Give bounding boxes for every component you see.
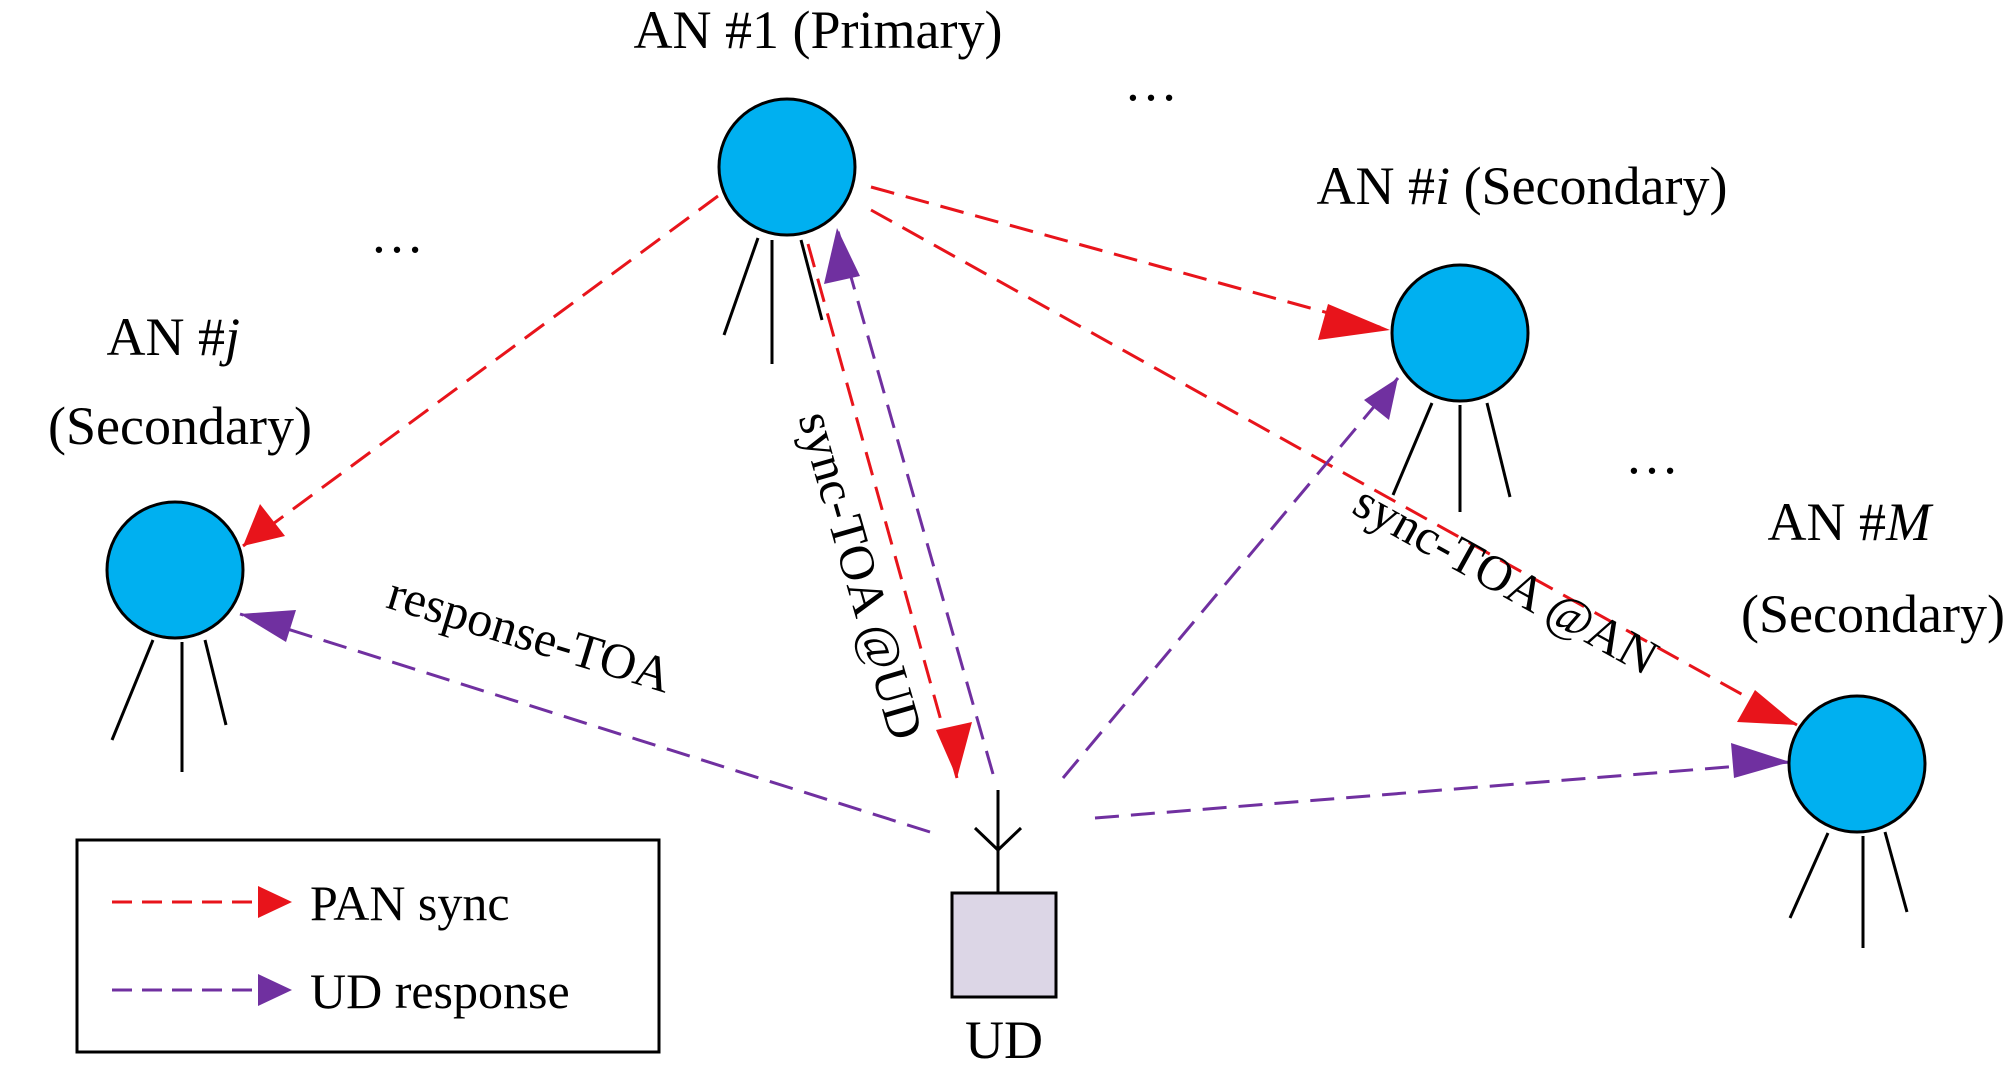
legend-item-ud-response: UD response [112, 963, 570, 1019]
antenna-leg [1485, 402, 1512, 498]
label-sync-toa-an: sync-TOA @AN [1345, 473, 1668, 686]
antenna-leg [722, 237, 760, 336]
response-arrowhead-anj [240, 610, 296, 642]
antenna-leg [1788, 832, 1830, 919]
anchor-node-anj [105, 500, 245, 772]
antenna-leg [1883, 831, 1909, 913]
legend-arrowhead-pan-sync [258, 886, 292, 918]
sync-arrowhead-anj [243, 504, 285, 546]
legend-arrowhead-ud-response [258, 974, 292, 1006]
node-circle [105, 500, 245, 640]
response-link-ud-ani [1061, 377, 1400, 779]
anchor-node-ani [1390, 263, 1530, 512]
anj-label: AN #j (Secondary) [48, 307, 312, 456]
legend: PAN sync UD response [75, 838, 661, 1054]
antenna-leg [110, 639, 155, 741]
sync-arrowhead-anm [1737, 690, 1797, 725]
response-arrowhead-ani [1364, 378, 1398, 420]
sync-arrowhead-ud [936, 722, 972, 778]
response-link-ud-anj [239, 612, 931, 834]
legend-label-ud-response: UD response [310, 963, 570, 1019]
response-link-ud-an1 [835, 227, 995, 775]
anm-label: AN #M (Secondary) [1741, 492, 2005, 644]
legend-box [75, 838, 661, 1054]
antenna-leg [1391, 402, 1434, 496]
sync-link-an1-ud [806, 243, 959, 779]
ud-box [950, 891, 1058, 999]
sync-link-an1-anm [870, 208, 1798, 727]
user-device-ud: UD [950, 790, 1058, 1066]
node-circle [717, 97, 857, 237]
response-arrowhead-anm [1731, 743, 1790, 778]
ellipsis-left: … [370, 204, 424, 264]
sync-link-an1-ani [870, 185, 1391, 332]
label-response-toa: response-TOA [381, 564, 678, 703]
response-link-ud-anm [1094, 760, 1791, 820]
ellipsis-right: … [1625, 425, 1679, 485]
ud-response-links [239, 227, 1791, 834]
label-sync-toa-ud: sync-TOA @UD [788, 405, 935, 746]
an1-label: AN #1 (Primary) [634, 0, 1003, 60]
ani-label: AN #i (Secondary) [1317, 156, 1728, 216]
legend-item-pan-sync: PAN sync [112, 875, 510, 931]
legend-label-pan-sync: PAN sync [310, 875, 510, 931]
pan-sync-links [242, 185, 1798, 779]
node-circle [1390, 263, 1530, 403]
antenna-leg [203, 639, 228, 726]
node-circle [1787, 694, 1927, 834]
response-arrowhead-an1 [824, 228, 860, 284]
anchor-node-an1 [717, 97, 857, 364]
ellipsis-top: … [1124, 52, 1178, 112]
ud-label: UD [965, 1010, 1043, 1066]
antenna-leg [799, 239, 824, 321]
sync-arrowhead-ani [1318, 304, 1390, 340]
anchor-node-anm [1787, 694, 1927, 948]
sync-link-an1-anj [242, 194, 719, 548]
